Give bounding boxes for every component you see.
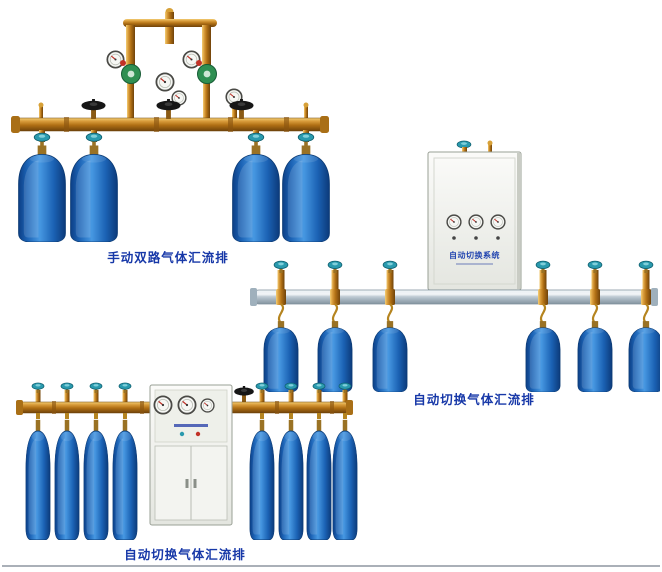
pressure-regulator bbox=[182, 50, 217, 84]
manual-dual-manifold-illustration bbox=[11, 8, 330, 242]
pressure-gauge-icon bbox=[200, 398, 215, 413]
valve-handwheel-icon bbox=[81, 99, 106, 119]
bottom-divider bbox=[2, 565, 660, 567]
cylinder-valve-knob-icon bbox=[535, 260, 551, 273]
cylinder-valve-knob-icon bbox=[338, 382, 352, 393]
cylinder-valve-knob-icon bbox=[31, 382, 45, 393]
gauge-cluster bbox=[155, 72, 243, 120]
cylinder-bank bbox=[18, 130, 330, 242]
cylinder-valve-knob-icon bbox=[312, 382, 326, 393]
cylinder-valve-knob-icon bbox=[33, 132, 51, 146]
cylinder-valve-knob-icon bbox=[638, 260, 654, 273]
gas-cylinder bbox=[112, 419, 138, 540]
product-figure-manual-dual-manifold bbox=[6, 6, 336, 256]
cylinder-valve-knob-icon bbox=[327, 260, 343, 273]
control-cabinet: 自动切换系统 bbox=[427, 140, 522, 291]
gas-cylinder bbox=[25, 419, 51, 540]
cylinder-valve-knob-icon bbox=[382, 260, 398, 273]
product-caption-auto-switch-bottom: 自动切换气体汇流排 bbox=[124, 548, 246, 562]
gas-cylinder bbox=[306, 419, 332, 540]
control-cabinet bbox=[149, 384, 233, 526]
cylinder-valve-knob-icon bbox=[587, 260, 603, 273]
cylinder-valve-knob-icon bbox=[273, 260, 289, 273]
gas-cylinder bbox=[278, 419, 304, 540]
cabinet-label: 自动切换系统 bbox=[449, 250, 500, 260]
riser-valves bbox=[31, 382, 352, 404]
gas-cylinder bbox=[577, 320, 613, 392]
gas-cylinder bbox=[628, 320, 662, 392]
product-caption-auto-switch-right: 自动切换气体汇流排 bbox=[413, 393, 535, 407]
gas-cylinder bbox=[18, 145, 66, 242]
gas-cylinder bbox=[525, 320, 561, 392]
cylinder-valve-knob-icon bbox=[284, 382, 298, 393]
cylinder-bank bbox=[25, 413, 358, 540]
gas-cylinder bbox=[54, 419, 80, 540]
cylinder-valve-knob-icon bbox=[255, 382, 269, 393]
manifold-header-pipe bbox=[250, 288, 658, 306]
gas-cylinder bbox=[249, 419, 275, 540]
cylinder-valve-knob-icon bbox=[118, 382, 132, 393]
pressure-regulator bbox=[106, 50, 141, 84]
auto-switch-manifold-illustration bbox=[16, 382, 358, 540]
product-caption-manual-dual: 手动双路气体汇流排 bbox=[107, 251, 229, 265]
pressure-gauge-icon bbox=[153, 395, 173, 415]
riser-valves bbox=[273, 260, 654, 292]
pressure-gauge-icon bbox=[155, 72, 175, 92]
cylinder-valve-knob-icon bbox=[85, 132, 103, 146]
pressure-gauge-icon bbox=[468, 214, 484, 230]
product-figure-auto-switch-right: 自动切换系统 bbox=[250, 140, 662, 398]
gas-cylinder bbox=[70, 145, 118, 242]
pressure-gauge-icon bbox=[490, 214, 506, 230]
auto-switch-manifold-illustration: 自动切换系统 bbox=[250, 140, 662, 392]
manifold-header-pipe bbox=[11, 102, 329, 133]
pigtail-connectors bbox=[277, 303, 650, 324]
gas-cylinder bbox=[332, 419, 358, 540]
product-figure-auto-switch-bottom bbox=[12, 376, 364, 562]
inlet-tee-pipe bbox=[123, 8, 217, 120]
gas-cylinder bbox=[83, 419, 109, 540]
gas-cylinder bbox=[372, 320, 408, 392]
pressure-gauge-icon bbox=[177, 395, 197, 415]
pressure-gauge-icon bbox=[446, 214, 462, 230]
valve-handwheel-icon bbox=[234, 386, 254, 403]
cylinder-valve-knob-icon bbox=[60, 382, 74, 393]
cylinder-valve-knob-icon bbox=[89, 382, 103, 393]
